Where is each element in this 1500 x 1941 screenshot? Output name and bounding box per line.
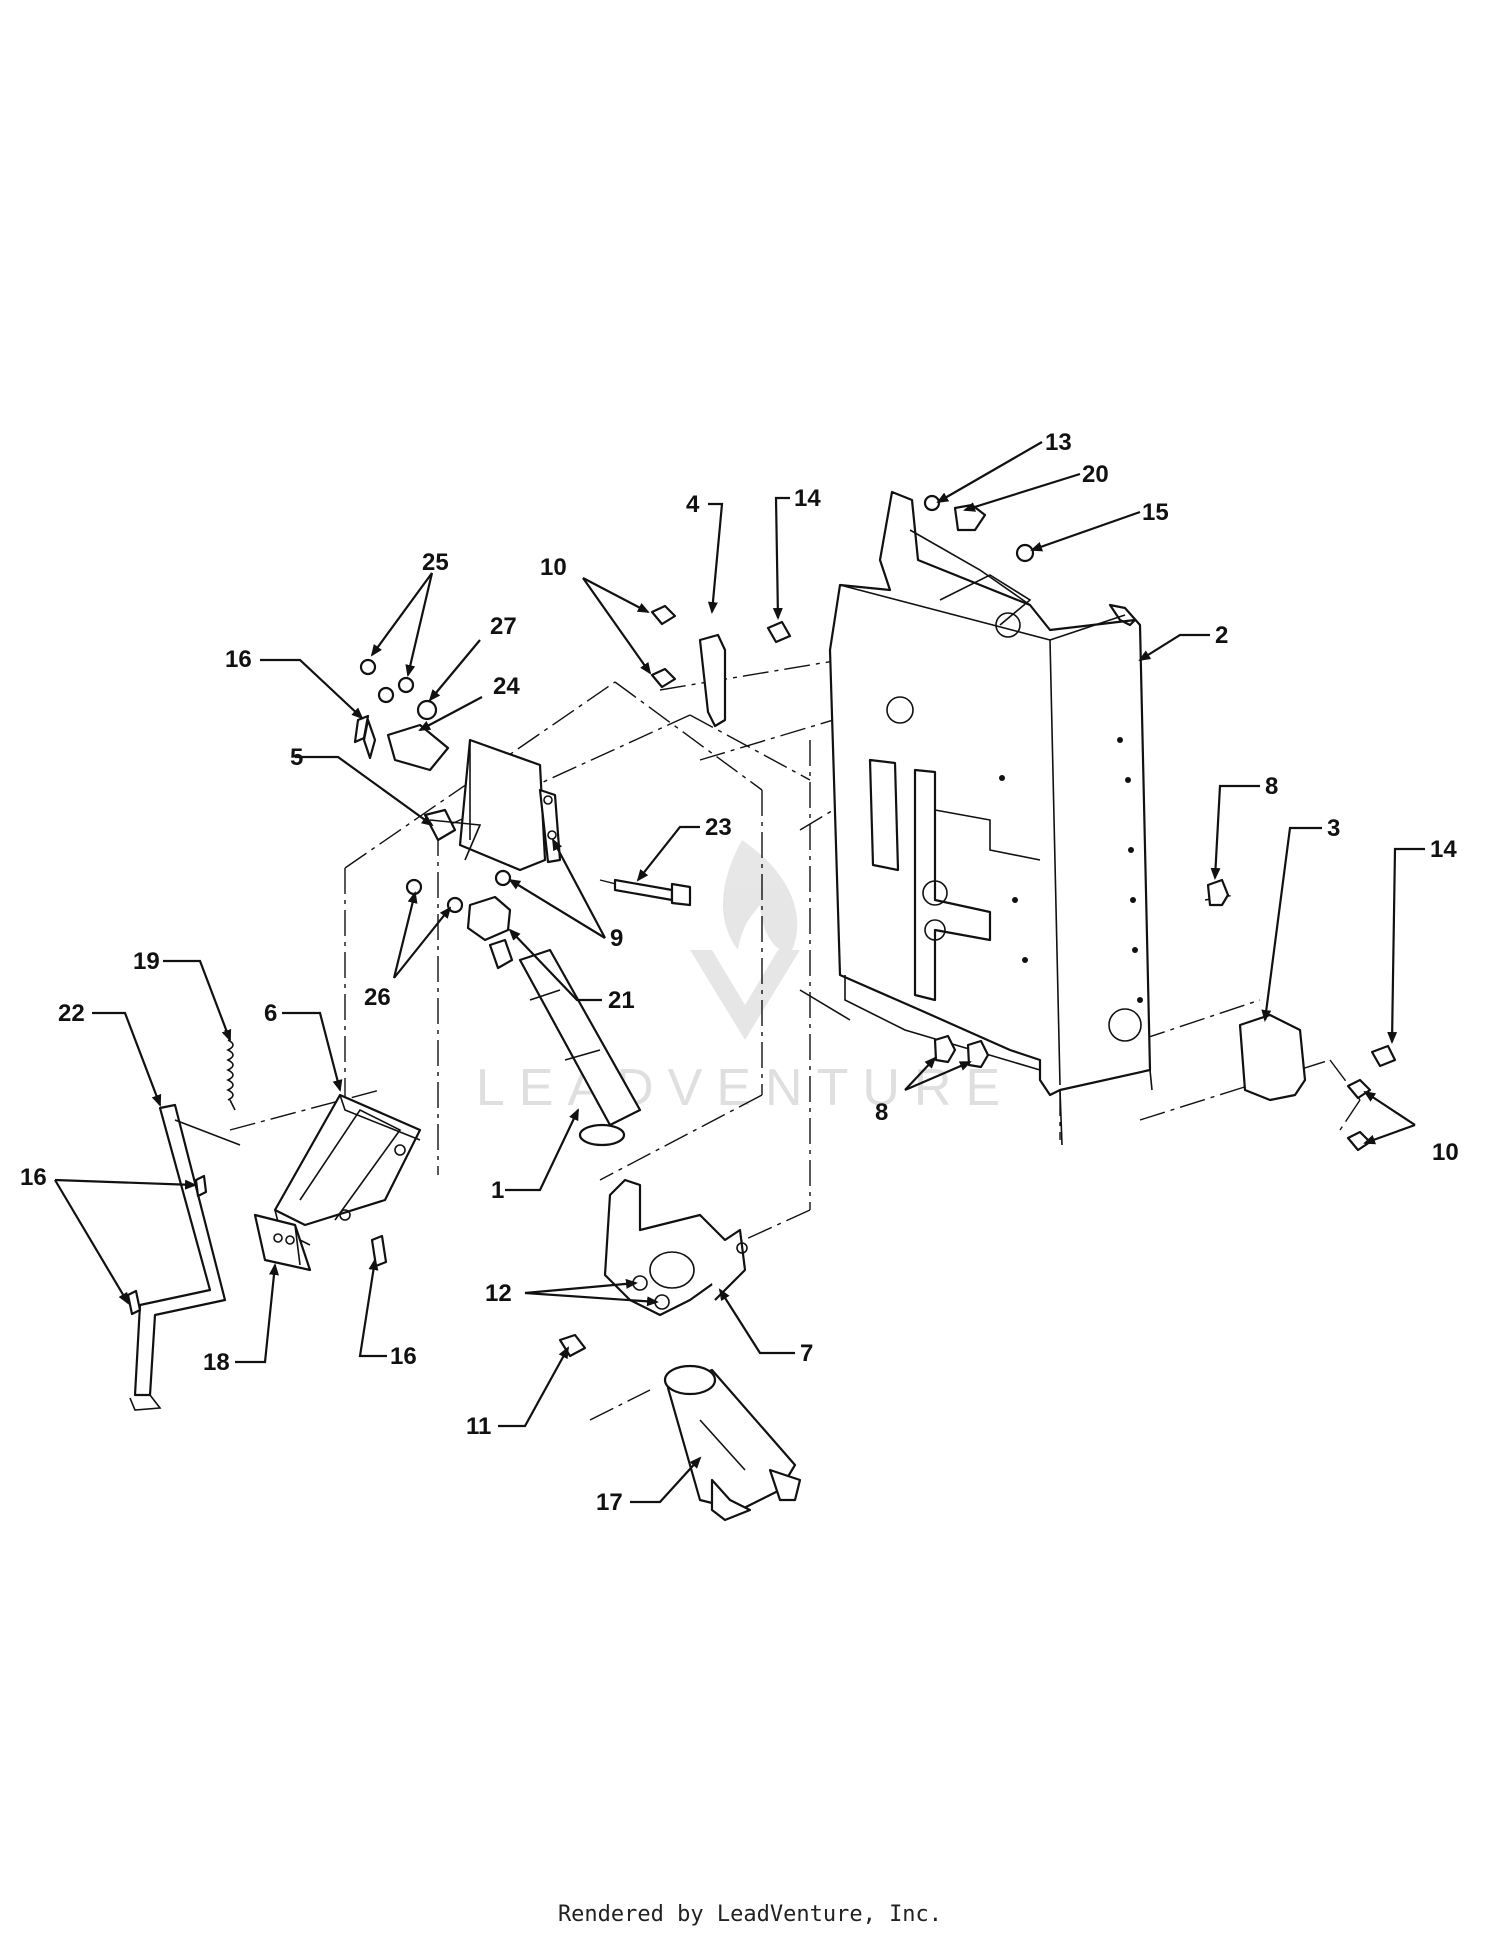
v-logo-icon [690, 950, 800, 1040]
nut-15 [1015, 543, 1035, 563]
nut-13 [923, 494, 941, 512]
callout-19: 19 [133, 948, 160, 975]
bolt-10-c [1346, 1078, 1372, 1100]
clip-14-right [1370, 1044, 1397, 1068]
bolt-11 [558, 1333, 587, 1358]
callout-11: 11 [466, 1413, 491, 1440]
callout-4: 4 [686, 491, 700, 518]
callout-16-bottom: 16 [390, 1343, 417, 1370]
frame-plate [799, 490, 1153, 1146]
callout-14-top: 14 [794, 485, 821, 512]
callout-1: 1 [491, 1177, 504, 1204]
callout-17: 17 [596, 1489, 623, 1516]
spring-19 [224, 1029, 236, 1111]
callout-13: 13 [1045, 429, 1072, 456]
callout-27: 27 [490, 613, 517, 640]
pedal-plate-6 [273, 1093, 422, 1246]
callout-22: 22 [58, 1000, 85, 1027]
flame-logo-icon [722, 840, 798, 955]
clip-14-upper [766, 620, 792, 644]
callout-2: 2 [1215, 622, 1228, 649]
callout-9: 9 [610, 925, 623, 952]
callout-16-left: 16 [20, 1164, 47, 1191]
callout-12: 12 [485, 1280, 512, 1307]
callout-14-right: 14 [1430, 836, 1457, 863]
callout-21: 21 [608, 987, 635, 1014]
callout-10-top: 10 [540, 554, 567, 581]
callout-25: 25 [422, 549, 449, 576]
callout-7: 7 [800, 1340, 813, 1367]
leadventure-watermark: LEADVENTURE [476, 840, 1014, 1117]
lever-rod-22 [129, 1103, 241, 1411]
callout-24: 24 [493, 673, 520, 700]
callout-6: 6 [264, 1000, 277, 1027]
bolt-10-a [650, 604, 677, 626]
bracket-3 [1238, 1013, 1307, 1102]
pad-18 [253, 1213, 312, 1272]
cotter-pin-16-top [353, 714, 370, 744]
callout-5: 5 [290, 744, 303, 771]
assembly-guide-lines [229, 649, 1361, 1421]
bolt-8-a [1206, 878, 1230, 907]
cotter-pin-16-left [126, 1289, 142, 1316]
leader-lines [54, 441, 1425, 1504]
footer-credit: Rendered by LeadVenture, Inc. [557, 1902, 943, 1927]
bracket-4 [698, 633, 727, 728]
callout-10-right: 10 [1432, 1139, 1459, 1166]
callout-16-top: 16 [225, 646, 252, 673]
bolt-10-b [650, 667, 677, 689]
motor-17 [663, 1364, 802, 1522]
pin-23 [613, 878, 692, 907]
callout-3: 3 [1327, 815, 1340, 842]
callout-23: 23 [705, 814, 732, 841]
callout-26: 26 [364, 984, 391, 1011]
bottom-bracket-7 [603, 1178, 748, 1317]
callout-15: 15 [1142, 499, 1169, 526]
bolt-10-d [1346, 1130, 1372, 1152]
watermark-text: LEADVENTURE [476, 1059, 1014, 1117]
callout-8-right: 8 [1265, 773, 1278, 800]
callout-18: 18 [203, 1349, 230, 1376]
cotter-pin-16-mid [194, 1174, 208, 1198]
callout-20: 20 [1082, 461, 1109, 488]
callout-labels: 13 20 15 4 14 10 25 27 16 24 2 5 23 8 3 … [20, 429, 1459, 1516]
linkage-bracket-assembly [359, 658, 562, 914]
callout-8-bottom: 8 [875, 1099, 888, 1126]
shaft-assembly [466, 895, 642, 1147]
